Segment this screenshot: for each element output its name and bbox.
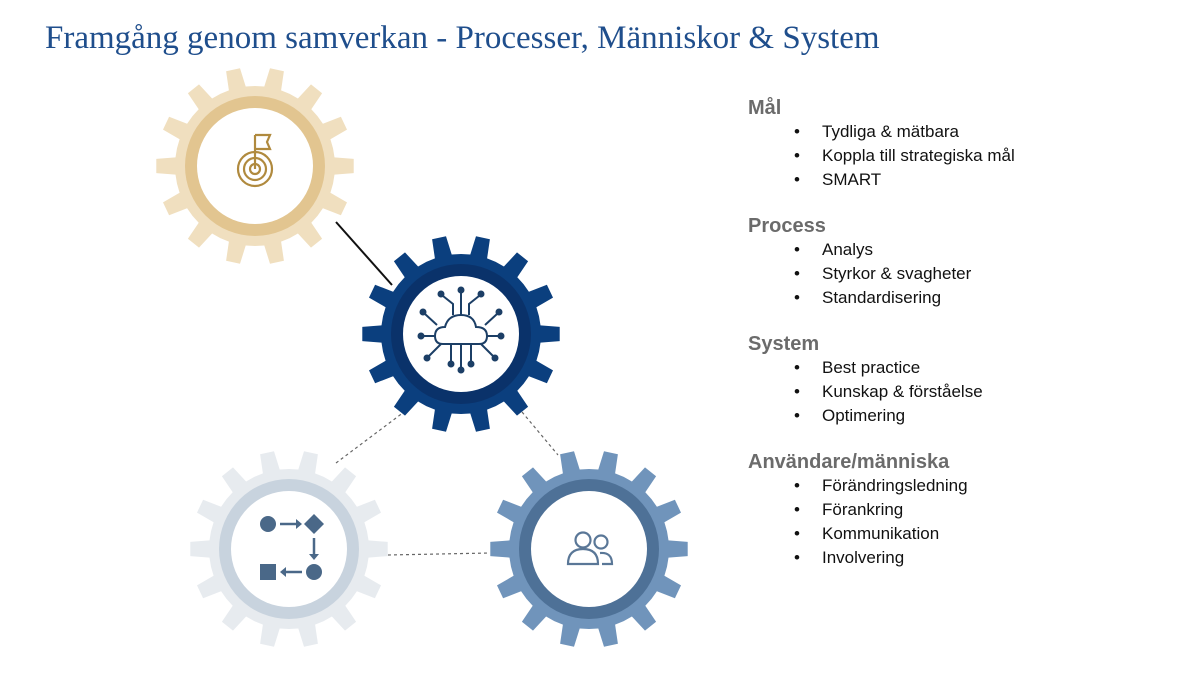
list-item: Involvering <box>794 546 1188 570</box>
connector-goal-process <box>335 221 393 286</box>
gear-people <box>490 451 688 647</box>
bullet-list: Förändringsledning Förankring Kommunikat… <box>748 474 1188 570</box>
gear-goal <box>156 68 354 264</box>
gear-process <box>362 236 560 432</box>
connector-flow-process <box>335 411 405 464</box>
cloud-network-icon <box>417 286 505 374</box>
list-item: Kunskap & förståelse <box>794 380 1188 404</box>
sections-panel: Mål Tydliga & mätbara Koppla till strate… <box>748 96 1188 592</box>
list-item: SMART <box>794 168 1188 192</box>
connector-flow-people <box>387 552 491 556</box>
section-heading: Mål <box>748 97 782 119</box>
section-system: System Best practice Kunskap & förståels… <box>748 332 1188 428</box>
section-heading: System <box>748 333 820 355</box>
list-item: Koppla till strategiska mål <box>794 144 1188 168</box>
list-item: Kommunikation <box>794 522 1188 546</box>
process-flow-icon <box>260 514 324 580</box>
bullet-list: Analys Styrkor & svagheter Standardiseri… <box>748 238 1188 310</box>
list-item: Standardisering <box>794 286 1188 310</box>
list-item: Förankring <box>794 498 1188 522</box>
list-item: Förändringsledning <box>794 474 1188 498</box>
gear-process-center <box>403 276 519 392</box>
bullet-list: Best practice Kunskap & förståelse Optim… <box>748 356 1188 428</box>
gear-diagram <box>156 68 688 647</box>
bullet-list: Tydliga & mätbara Koppla till strategisk… <box>748 120 1188 192</box>
section-heading: Användare/människa <box>748 451 950 473</box>
section-mal: Mål Tydliga & mätbara Koppla till strate… <box>748 96 1188 192</box>
list-item: Best practice <box>794 356 1188 380</box>
list-item: Analys <box>794 238 1188 262</box>
list-item: Tydliga & mätbara <box>794 120 1188 144</box>
list-item: Optimering <box>794 404 1188 428</box>
section-heading: Process <box>748 215 826 237</box>
gear-flow <box>190 451 388 647</box>
target-flag-icon <box>236 133 274 188</box>
users-icon <box>566 531 614 566</box>
connector-process-people <box>521 411 559 456</box>
gear-flow-center <box>231 491 347 607</box>
section-anvandare: Användare/människa Förändringsledning Fö… <box>748 450 1188 570</box>
list-item: Styrkor & svagheter <box>794 262 1188 286</box>
page-title: Framgång genom samverkan - Processer, Mä… <box>45 20 880 56</box>
section-process: Process Analys Styrkor & svagheter Stand… <box>748 214 1188 310</box>
